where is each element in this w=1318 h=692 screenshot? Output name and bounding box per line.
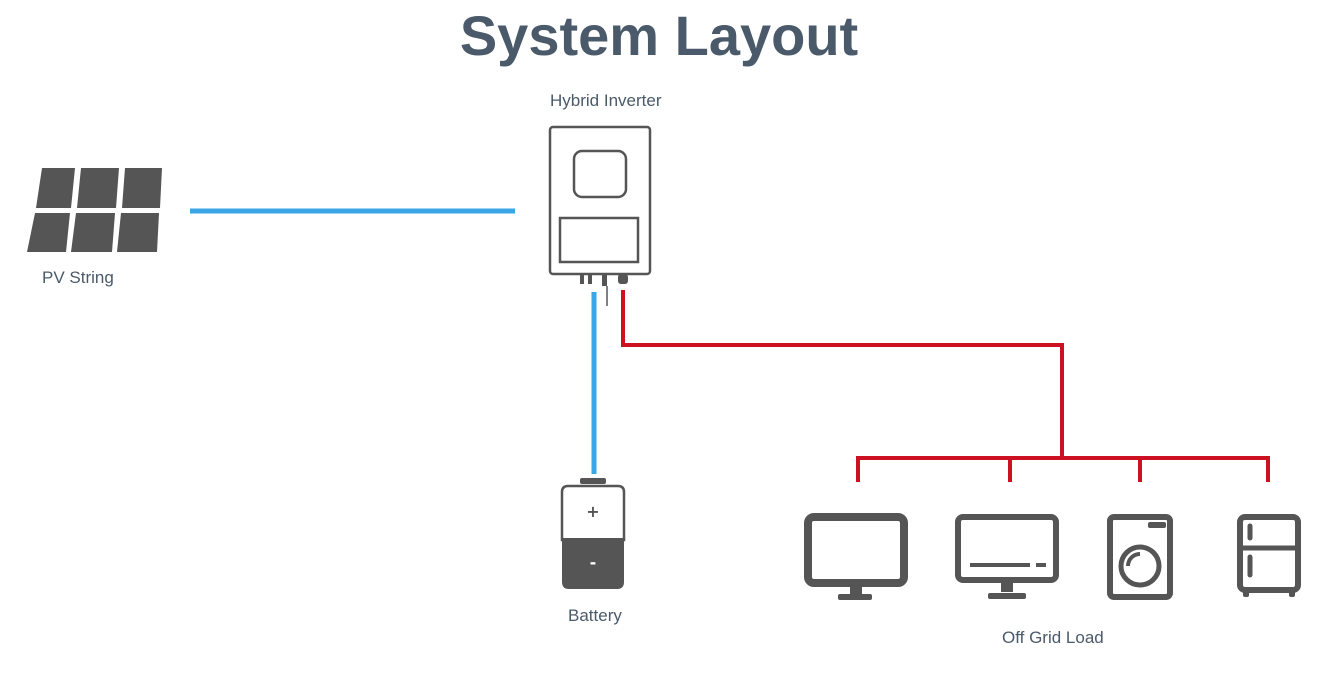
load-distribution-bus <box>856 456 1270 482</box>
inverter-to-load-line <box>621 290 1064 458</box>
refrigerator-icon <box>1237 514 1301 597</box>
battery-label: Battery <box>568 606 622 625</box>
load-label: Off Grid Load <box>1002 628 1104 647</box>
solar-panel-icon <box>27 168 162 252</box>
battery-icon: + - <box>560 478 626 589</box>
inverter-icon <box>548 125 652 306</box>
inverter-label: Hybrid Inverter <box>550 91 662 110</box>
page-title: System Layout <box>459 4 859 67</box>
pv-string-label: PV String <box>42 268 114 287</box>
battery-minus: - <box>590 553 597 572</box>
tv-icon <box>955 514 1059 599</box>
monitor-icon <box>804 513 908 600</box>
washing-machine-icon <box>1107 514 1173 600</box>
battery-plus: + <box>586 502 599 521</box>
